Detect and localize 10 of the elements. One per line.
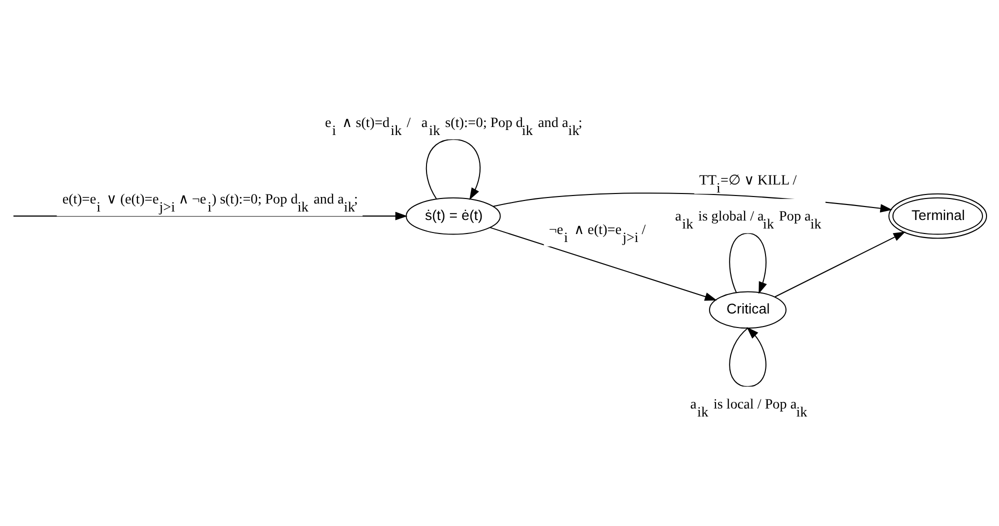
node-ellipse: Critical: [709, 291, 786, 329]
arrow: [426, 138, 481, 200]
arrow: [774, 232, 906, 298]
arrow: [13, 212, 408, 220]
arrow: [493, 192, 892, 213]
arrow: [729, 232, 767, 294]
arrow: [490, 227, 717, 301]
node-ellipse: Terminal: [888, 193, 988, 239]
arrow: [729, 327, 766, 388]
node-ellipse: ṡ(t) = ė(t): [406, 197, 501, 235]
